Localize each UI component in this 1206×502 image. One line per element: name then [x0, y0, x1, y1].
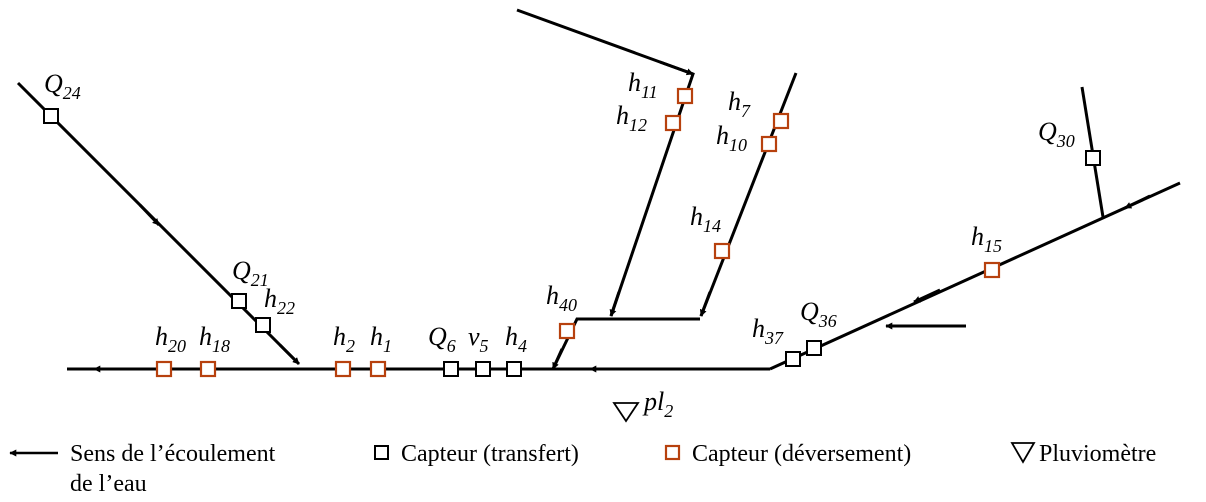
sensor-q24 — [43, 108, 59, 124]
flow-arrow-h12 — [609, 291, 621, 317]
sensor-h2 — [334, 360, 352, 378]
legend-flow-label: Sens de l’écoulement — [70, 441, 276, 467]
sensor-q30 — [1085, 150, 1101, 166]
sensor-h12 — [664, 114, 682, 132]
label-v5: v5 — [468, 322, 489, 356]
flow-arrow-left-branch — [138, 203, 161, 227]
legend-overflow-square-icon — [664, 444, 681, 461]
label-q30: Q30 — [1038, 117, 1075, 151]
sensor-h15 — [983, 261, 1001, 279]
sensor-h7 — [772, 112, 790, 130]
label-h4: h4 — [505, 322, 527, 356]
label-h20: h20 — [155, 322, 186, 356]
flow-arrow-left-join — [278, 343, 301, 366]
sensor-v5 — [475, 361, 491, 377]
sensor-h18 — [199, 360, 217, 378]
label-q21: Q21 — [232, 256, 269, 290]
label-h12: h12 — [616, 101, 647, 135]
label-h14: h14 — [690, 202, 721, 236]
label-q6: Q6 — [428, 322, 456, 356]
label-h7: h7 — [728, 87, 751, 121]
label-h11: h11 — [628, 68, 658, 102]
label-pl2: pl2 — [642, 387, 673, 421]
legend-flow-label-cont: de l’eau — [70, 471, 147, 497]
legend-transfer-label: Capteur (transfert) — [401, 441, 579, 467]
flow-arrow-top-inlet — [659, 60, 694, 76]
label-h37: h37 — [752, 314, 784, 348]
label-q24: Q24 — [44, 69, 81, 103]
legend-raingauge-triangle-icon — [1010, 442, 1036, 464]
sensor-h10 — [760, 135, 778, 153]
label-h15: h15 — [971, 222, 1002, 256]
raingauge-triangle-icon — [612, 402, 640, 423]
sensor-h40 — [558, 322, 576, 340]
upper-right-branch — [769, 181, 1181, 371]
label-h18: h18 — [199, 322, 230, 356]
flow-arrow-right-mid — [913, 288, 941, 304]
sensor-h1 — [369, 360, 387, 378]
sensor-h20 — [155, 360, 173, 378]
legend: Sens de l’écoulement de l’eau Capteur (t… — [9, 441, 1156, 497]
sensor-h4 — [506, 361, 522, 377]
pipes — [16, 8, 1181, 371]
mid-branch-h11 — [516, 8, 695, 317]
legend-overflow-label: Capteur (déversement) — [692, 441, 911, 467]
legend-raingauge-label: Pluviomètre — [1039, 441, 1156, 467]
flow-arrow-right-upper — [1124, 194, 1151, 210]
label-h10: h10 — [716, 121, 747, 155]
flow-arrow-h40 — [551, 348, 564, 370]
sensor-h11 — [676, 87, 694, 105]
label-h1: h1 — [370, 322, 392, 356]
label-h2: h2 — [333, 322, 355, 356]
label-h22: h22 — [264, 284, 295, 318]
label-q36: Q36 — [800, 297, 837, 331]
sensor-h22 — [255, 317, 271, 333]
sensor-labels: Q24 Q21 h22 h20 h18 h2 h1 Q6 v5 h4 h40 h… — [44, 68, 1075, 356]
flow-arrows — [93, 60, 1151, 373]
sensors — [43, 87, 1101, 378]
sensor-q21 — [231, 293, 247, 309]
sensor-q36 — [806, 340, 822, 356]
flow-arrow-h10 — [699, 291, 712, 317]
legend-transfer-square-icon — [374, 445, 389, 460]
sensor-h14 — [713, 242, 731, 260]
sensor-q6 — [443, 361, 459, 377]
sensor-h37 — [785, 351, 801, 367]
raingauge-pl2: pl2 — [612, 387, 673, 423]
label-h40: h40 — [546, 281, 577, 315]
